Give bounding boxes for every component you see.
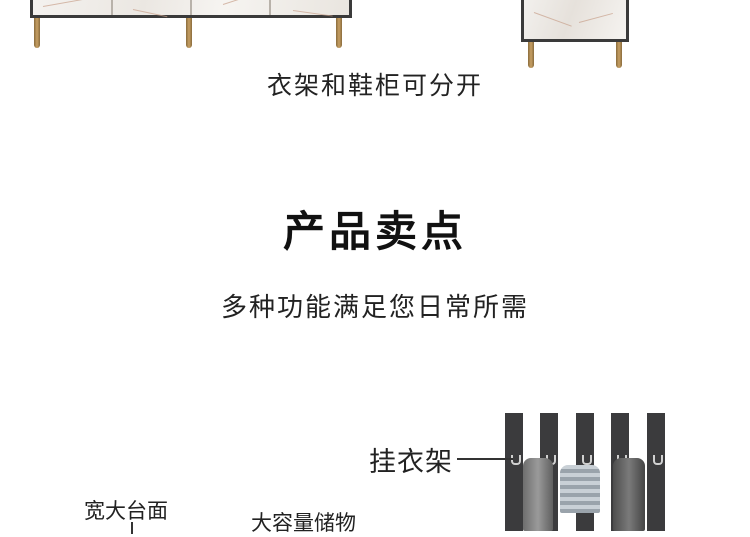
marble-vein bbox=[222, 0, 252, 5]
hanging-coat bbox=[523, 458, 553, 531]
cabinet-leg bbox=[528, 42, 534, 68]
cabinet-door-seam bbox=[111, 0, 113, 15]
top-caption: 衣架和鞋柜可分开 bbox=[266, 71, 483, 100]
cabinet-leg bbox=[186, 18, 192, 48]
cabinet-leg bbox=[336, 18, 342, 48]
label-large-storage: 大容量储物 bbox=[251, 511, 356, 535]
rack-slat bbox=[505, 413, 523, 531]
marble-vein bbox=[533, 12, 572, 27]
hanging-coat bbox=[613, 458, 645, 531]
cabinet-leg bbox=[616, 42, 622, 68]
marble-vein bbox=[42, 0, 83, 7]
cabinet-door-seam bbox=[190, 0, 192, 15]
shoe-cabinet-left-image bbox=[30, 0, 352, 18]
label-coat-rack: 挂衣架 bbox=[369, 447, 453, 478]
cabinet-leg bbox=[34, 18, 40, 48]
section-title: 产品卖点 bbox=[282, 207, 467, 256]
marble-vein bbox=[132, 9, 168, 18]
coat-rack-illustration bbox=[505, 413, 665, 531]
section-subtitle: 多种功能满足您日常所需 bbox=[220, 293, 529, 323]
marble-vein bbox=[292, 10, 333, 17]
shoe-cabinet-right-image bbox=[521, 0, 629, 42]
hanging-bag bbox=[560, 465, 600, 513]
label-wide-top: 宽大台面 bbox=[84, 499, 168, 523]
rack-slat bbox=[647, 413, 665, 531]
hook-icon bbox=[653, 455, 663, 465]
marble-vein bbox=[578, 12, 613, 23]
hook-icon bbox=[511, 455, 521, 465]
leader-line bbox=[131, 522, 133, 534]
cabinet-door-seam bbox=[269, 0, 271, 15]
hook-icon bbox=[582, 455, 592, 465]
leader-line bbox=[457, 458, 513, 460]
